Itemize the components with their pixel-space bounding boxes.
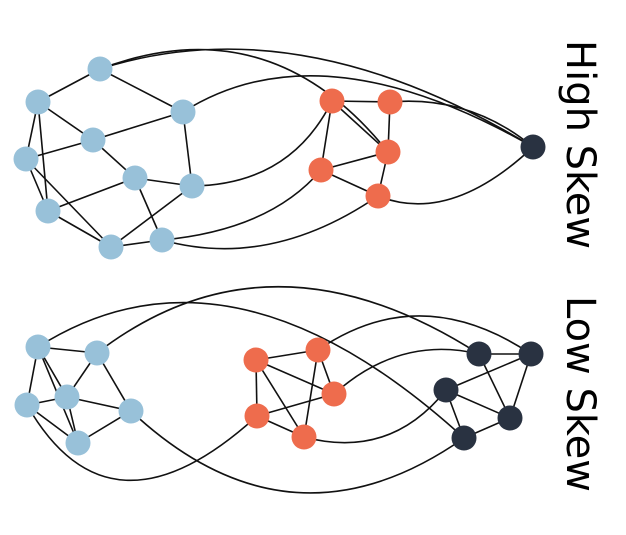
edge-e-p bbox=[130, 410, 465, 494]
edge-Q-Z bbox=[389, 100, 534, 148]
low-skew-graph-node-orange bbox=[244, 403, 270, 429]
edge-C-Z bbox=[182, 75, 534, 148]
low-skew-graph-node-dark bbox=[518, 341, 544, 367]
high-skew-graph-node-blue bbox=[35, 198, 61, 224]
high-skew-graph-node-dark bbox=[520, 134, 546, 160]
high-skew-graph-node-orange bbox=[377, 89, 403, 115]
low-skew-graph-node-orange bbox=[243, 347, 269, 373]
low-skew-graph-node-dark bbox=[433, 377, 459, 403]
edge-F-H bbox=[47, 177, 136, 212]
low-skew-graph-node-orange bbox=[291, 424, 317, 450]
edge-P-R bbox=[331, 100, 389, 153]
low-skew-graph-node-blue bbox=[25, 334, 51, 360]
edge-j-i bbox=[256, 393, 335, 417]
low-skew-graph-node-blue bbox=[84, 340, 110, 366]
low-skew-graph-node-orange bbox=[305, 337, 331, 363]
high-skew-graph-node-blue bbox=[25, 89, 51, 115]
edge-A-R bbox=[99, 48, 389, 153]
edge-g-i bbox=[255, 359, 335, 395]
high-skew-graph-node-orange bbox=[375, 139, 401, 165]
high-skew-graph-node-blue bbox=[98, 234, 124, 260]
edge-A-Z bbox=[99, 48, 534, 148]
edge-A-C bbox=[99, 68, 184, 113]
edge-a-p bbox=[37, 301, 465, 439]
edge-k-n bbox=[303, 389, 447, 444]
edge-T-Z bbox=[377, 146, 534, 205]
edge-c-j bbox=[26, 404, 258, 482]
low-skew-graph-node-blue bbox=[54, 384, 80, 410]
low-skew-graph-node-blue bbox=[65, 430, 91, 456]
high-skew-graph-node-blue bbox=[179, 173, 205, 199]
edge-J-S bbox=[161, 169, 322, 241]
edge-i-l bbox=[333, 348, 480, 395]
edge-D-C bbox=[92, 111, 184, 141]
high-skew-graph-node-blue bbox=[170, 99, 196, 125]
edge-n-m bbox=[445, 353, 532, 391]
edge-h-m bbox=[317, 315, 532, 355]
high-skew-graph-node-orange bbox=[308, 157, 334, 183]
edge-h-k bbox=[303, 349, 319, 438]
high-skew-graph-node-blue bbox=[149, 227, 175, 253]
high-skew-graph-node-blue bbox=[80, 127, 106, 153]
high-skew-graph-node-orange bbox=[319, 88, 345, 114]
edge-J-T bbox=[161, 195, 379, 250]
low-skew-graph-node-blue bbox=[118, 398, 144, 424]
high-skew-graph-node-blue bbox=[122, 165, 148, 191]
edge-b-l bbox=[96, 286, 480, 355]
edge-E-I bbox=[25, 158, 112, 248]
edge-G-P bbox=[191, 100, 333, 187]
edge-G-I bbox=[110, 185, 193, 248]
high-skew-label: High Skew bbox=[557, 40, 603, 250]
low-skew-graph-node-orange bbox=[321, 381, 347, 407]
low-skew-label: Low Skew bbox=[557, 296, 603, 492]
edge-B-H bbox=[37, 101, 49, 212]
high-skew-graph-node-orange bbox=[365, 183, 391, 209]
low-skew-graph-node-dark bbox=[466, 341, 492, 367]
low-skew-graph-node-dark bbox=[451, 425, 477, 451]
high-skew-graph-node-blue bbox=[13, 146, 39, 172]
high-skew-graph-node-blue bbox=[87, 56, 113, 82]
low-skew-graph-node-blue bbox=[14, 392, 40, 418]
low-skew-graph-node-dark bbox=[497, 405, 523, 431]
edge-g-k bbox=[255, 359, 305, 438]
